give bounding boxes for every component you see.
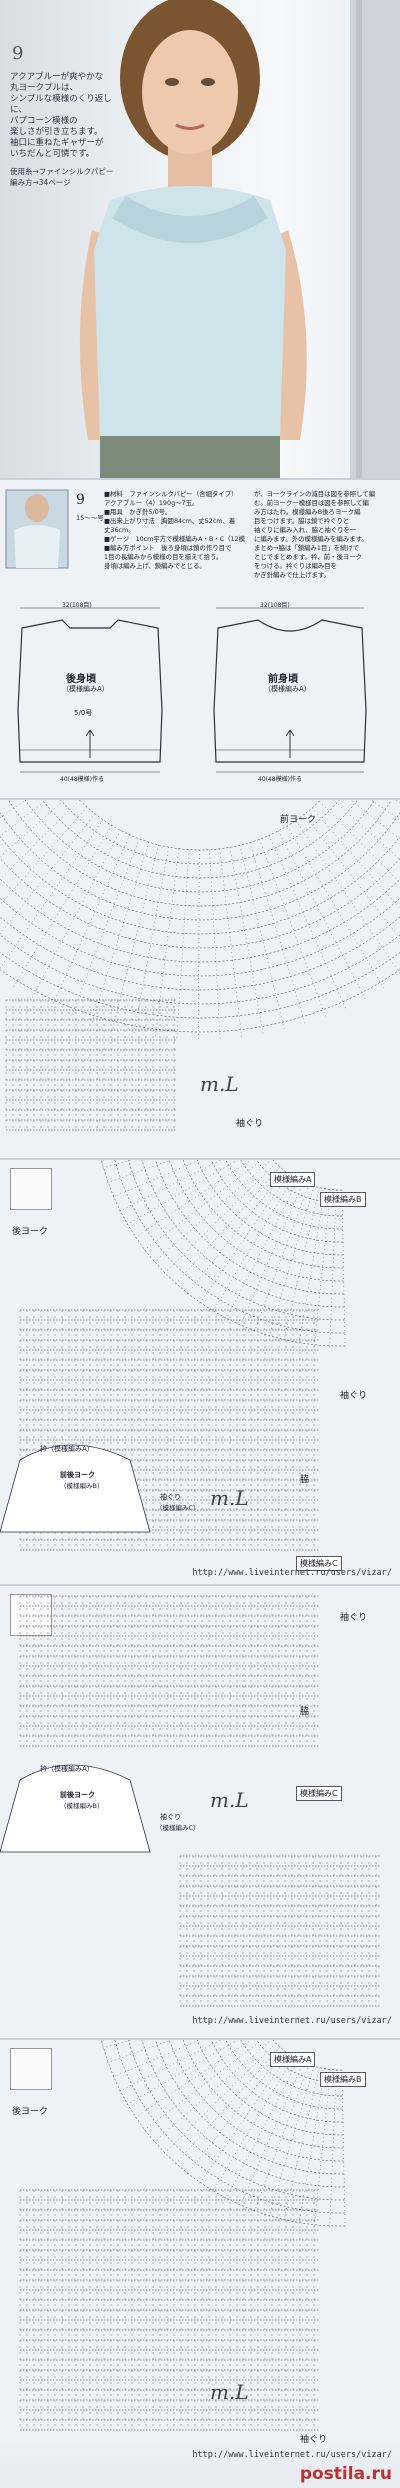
pattern-a-label: 模様編みA <box>270 1172 316 1187</box>
back-yoke-chart-repeat: 後ヨーク 模様編みA 模様編みB 袖ぐり m.L postila.ru http… <box>0 2038 400 2488</box>
caption-line: 袖口に重ねたギャザーが <box>10 138 104 148</box>
instruction-line: に編みます。外の模様編みを編みます。 <box>254 535 368 543</box>
collar-label: 衿（模様編みA） <box>40 1445 94 1453</box>
materials-column: ■材料 ファインシルクパピー（合細タイプ） アクアブルー（4）190g〜7玉。 … <box>104 490 250 571</box>
instruction-line: 1目の長編みから模様の目を揃えて拾う。 <box>104 553 223 561</box>
instruction-line: む。前ヨーク一模様目は図を参照して編 <box>254 499 369 507</box>
watermark-brand: postila.ru <box>300 2464 392 2484</box>
instruction-line: み方はたわ。模様編みB後ろヨーク編 <box>254 508 361 516</box>
page-ref: 編み方→34ページ <box>10 178 71 187</box>
caption-line: シンプルな模様のくり返しに、 <box>10 94 112 115</box>
monogram-mark: m.L <box>210 1486 249 1510</box>
pattern-a-label: 模様編みA <box>270 2052 316 2067</box>
sleeve-edge-label: 袖ぐり <box>160 1493 181 1501</box>
instruction-line: 袖ぐりに編み入れ、脇と袖ぐりを一 <box>254 526 357 534</box>
needle-size: 5/0号 <box>74 709 93 717</box>
monogram-mark: m.L <box>210 2380 249 2404</box>
pattern-b-label: 模様編みB <box>320 1192 366 1207</box>
front-yoke-stitch-diagram <box>0 800 400 1131</box>
caption-line: パプコーン模様の <box>10 116 78 126</box>
front-yoke-label: 前後ヨーク <box>60 1471 95 1479</box>
front-bottom-width: 40(48模様)作る <box>258 776 302 783</box>
model-illustration <box>79 0 400 478</box>
front-bodice-sub: （模様編みA） <box>264 685 311 693</box>
back-yoke-label: 後ヨーク <box>12 1227 49 1237</box>
instruction-line: 目をつけます。脇は鎖で衿ぐりと <box>254 517 350 525</box>
instruction-line: ■材料 ファインシルクパピー（合細タイプ） <box>104 490 238 498</box>
front-yoke-label: 前ヨーク <box>280 815 317 825</box>
collar-label: 衿（模様編みA） <box>40 1765 94 1773</box>
source-url: http://www.liveinternet.ru/users/vizar/ <box>192 1568 392 1578</box>
instruction-line: かぎ針編みで仕上げます。 <box>254 571 331 579</box>
pattern-number: 9 <box>12 43 24 64</box>
instruction-line: をつける。衿ぐりは編み目を <box>254 562 338 570</box>
sleeve-label: 袖ぐり <box>340 1613 368 1623</box>
back-bottom-width: 40(48模様)作る <box>60 776 104 783</box>
front-bodice-label: 前身頃 <box>268 674 298 685</box>
instruction-line: ■出来上がり寸法 胸囲84cm、丈52cm、着 <box>104 517 236 525</box>
method-column: が、ヨークラインの減目は図を参照して編 む。前ヨーク一模様目は図を参照して編 み… <box>254 490 396 580</box>
pattern-c-label: 模様編みC <box>296 1786 342 1801</box>
watermark-brand-name: postila.ru <box>299 2464 392 2484</box>
instruction-line: が、ヨークラインの減目は図を参照して編 <box>254 490 376 498</box>
pattern-c-label: 模様編みC <box>296 1556 342 1571</box>
body-stitch-diagram <box>0 1595 380 2007</box>
watermark-bar <box>0 2440 400 2488</box>
side-label: 脇 <box>300 1707 310 1717</box>
yarn-line: 使用糸→ファインシルクパピー <box>10 167 114 176</box>
front-yoke-label: 前後ヨーク <box>60 1791 95 1799</box>
front-top-width: 32(108目) <box>260 602 290 609</box>
instructions-panel: 9 15〜〜号 ■材料 ファインシルクパピー（合細タイプ） アクアブルー（4）1… <box>0 478 400 800</box>
back-yoke-stitch-diagram <box>19 2040 346 2431</box>
side-label: 脇 <box>300 1475 310 1485</box>
monogram-mark: m.L <box>200 1072 239 1096</box>
back-yoke-stitch-diagram <box>0 1160 346 1551</box>
thumbnail-icon <box>10 1594 52 1636</box>
caption-line: 丸ヨークプルは、 <box>10 83 79 93</box>
source-url: http://www.liveinternet.ru/users/vizar/ <box>192 2016 392 2026</box>
back-yoke-chart: 後ヨーク 模様編みA 模様編みB 袖ぐり 脇 模様編みC 衿（模様編みA） 前後… <box>0 1158 400 1586</box>
sleeve-edge-sub: （模様編みC） <box>156 1824 200 1832</box>
sleeve-edge-sub: （模様編みC） <box>156 1504 200 1512</box>
instruction-line: アクアブルー（4）190g〜7玉。 <box>104 499 199 507</box>
back-bodice-sub: （模様編みA） <box>62 685 109 693</box>
model-photo: 9 アクアブルーが爽やかな 丸ヨークプルは、 シンプルな模様のくり返しに、 パプ… <box>0 0 400 478</box>
front-yoke-sub: （模様編みB） <box>60 1482 104 1490</box>
caption-line: いちだんと可憐です。 <box>10 149 95 159</box>
schematic-drawing <box>5 489 367 773</box>
instruction-line: 身頃は編み上げ、鎖編みでとじる。 <box>104 562 206 570</box>
body-chart: 袖ぐり 脇 模様編みC 衿（模様編みA） 前後ヨーク （模様編みB） 袖ぐり （… <box>0 1584 400 2040</box>
pattern-b-label: 模様編みB <box>320 2072 366 2087</box>
sleeve-label: 袖ぐり <box>340 1391 368 1401</box>
watermark-url: http://www.liveinternet.ru/users/vizar/ <box>192 2450 392 2460</box>
instruction-line: ■編み方ポイント 後ろ身頃は鎖の作り目で <box>104 544 232 552</box>
front-yoke-chart: 前ヨーク 袖ぐり m.L <box>0 798 400 1160</box>
caption-line: 楽しさが引き立ちます。 <box>10 127 103 137</box>
thumbnail-icon <box>10 2048 52 2090</box>
instruction-line: 丈36cm。 <box>104 526 135 534</box>
sleeve-label: 袖ぐり <box>236 1119 264 1129</box>
instruction-line: ■ゲージ 10cm平方で模様編みA・B・C（12模 <box>104 535 245 543</box>
instructions-size: 15〜〜号 <box>76 514 104 522</box>
instruction-line: とじでまとめます。衿、前・後ヨーク <box>254 553 362 561</box>
caption-line: アクアブルーが爽やかな <box>10 72 104 82</box>
instruction-line: ■用具 かぎ針5/0号。 <box>104 508 172 516</box>
photo-caption: アクアブルーが爽やかな 丸ヨークプルは、 シンプルな模様のくり返しに、 パプコー… <box>10 72 128 188</box>
back-bodice-label: 後身頃 <box>66 674 96 685</box>
back-yoke-label: 後ヨーク <box>12 2107 49 2117</box>
thumbnail-icon <box>10 1168 52 1210</box>
sleeve-edge-label: 袖ぐり <box>160 1813 181 1821</box>
instruction-line: まとめ→脇は「鎖編み1目」を続けて <box>254 544 360 552</box>
back-top-width: 32(108目) <box>62 602 92 609</box>
instructions-number: 9 <box>76 492 85 508</box>
front-yoke-sub: （模様編みB） <box>60 1802 104 1810</box>
monogram-mark: m.L <box>210 1788 249 1812</box>
